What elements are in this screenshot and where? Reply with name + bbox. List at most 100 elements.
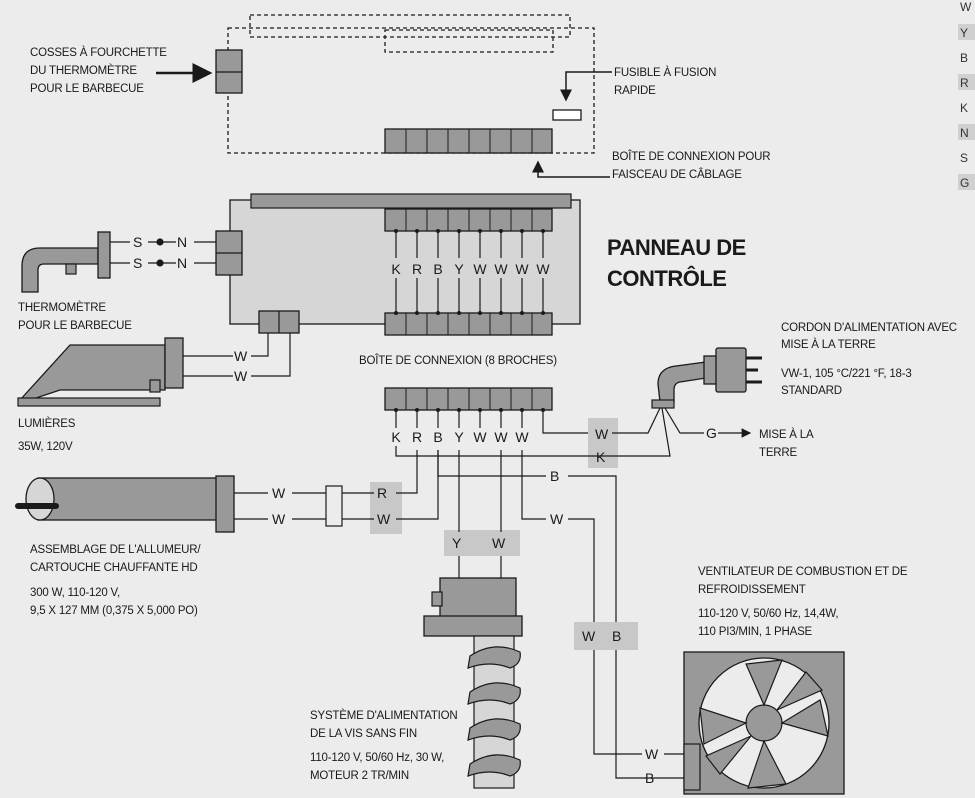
sensor-wires <box>110 238 216 267</box>
thermometer-label: THERMOMÈTRE <box>18 301 106 314</box>
power-cord-spec: VW-1, 105 °C/221 °F, 18-3 <box>781 368 912 380</box>
fan-wire-label-b: B <box>645 770 654 786</box>
fuse-arrow <box>560 71 612 102</box>
fuse-label: RAPIDE <box>614 85 656 97</box>
panel-pin-label: W <box>536 261 550 277</box>
fan-tag-label-w: W <box>582 628 596 644</box>
power-cord-label: CORDON D'ALIMENTATION AVEC <box>781 322 957 334</box>
fan-label: REFROIDISSEMENT <box>698 584 806 596</box>
box-pin-label: W <box>494 429 508 445</box>
connection-box-label: BOÎTE DE CONNEXION (8 BROCHES) <box>359 354 557 367</box>
color-legend: W Y B R K N S G <box>958 0 975 190</box>
legend-letter: R <box>960 76 969 90</box>
box-pin-label: Y <box>454 429 464 445</box>
box-pin-label: K <box>391 429 401 445</box>
control-panel-top-bar <box>250 193 572 209</box>
sensor-wire-label-n: N <box>177 234 187 250</box>
panel-pin-labels: K R B Y W W W W <box>391 261 550 277</box>
igniter-cartridge <box>15 475 343 533</box>
ground-wire-label: G <box>706 425 717 441</box>
auger-screw <box>467 635 521 789</box>
panel-pin-label: R <box>412 261 422 277</box>
power-cord-label: MISE À LA TERRE <box>781 338 876 351</box>
auger-tag-label-y: Y <box>452 535 462 551</box>
auger-label: DE LA VIS SANS FIN <box>310 728 417 740</box>
wire-tag-auger <box>444 530 520 556</box>
fuse <box>552 109 582 121</box>
auger-label: SYSTÈME D'ALIMENTATION <box>310 709 458 722</box>
panel-pin-label: K <box>391 261 401 277</box>
connection-box-pin-labels: K R B Y W W W <box>391 429 529 445</box>
panel-internal-wires <box>395 231 544 313</box>
fan-wire-label-b: B <box>550 468 559 484</box>
control-panel-title: PANNEAU DE <box>607 235 746 260</box>
sensor-wire-label-n: N <box>177 255 187 271</box>
sensor-wire-label-s: S <box>133 255 142 271</box>
igniter-spec: 9,5 X 127 MM (0,375 X 5,000 PO) <box>30 605 198 617</box>
light-wire-label: W <box>234 368 248 384</box>
legend-letter: W <box>960 0 972 14</box>
auger-spec: MOTEUR 2 TR/MIN <box>310 770 409 782</box>
light-wires <box>183 333 291 377</box>
harness-box <box>384 128 553 154</box>
connection-box-short-wires <box>395 410 590 434</box>
panel-pin-label: B <box>433 261 442 277</box>
light-fixture <box>17 337 184 407</box>
legend-letter: Y <box>960 26 968 40</box>
igniter-wire-label-w: W <box>272 511 286 527</box>
light-wire-label: W <box>234 348 248 364</box>
auger-spec: 110-120 V, 50/60 Hz, 30 W, <box>310 752 444 764</box>
igniter-wire-label-r: R <box>377 485 387 501</box>
ground-label: TERRE <box>759 447 798 459</box>
igniter-label: CARTOUCHE CHAUFFANTE HD <box>30 562 198 574</box>
box-pin-label: W <box>515 429 529 445</box>
box-pin-label: B <box>433 429 442 445</box>
fuse-label: FUSIBLE À FUSION <box>614 66 716 79</box>
thermometer-probe <box>21 231 111 293</box>
harness-box-label: BOÎTE DE CONNEXION POUR <box>612 150 770 163</box>
auger-tag-label-w: W <box>492 535 506 551</box>
thermometer-lugs-label: DU THERMOMÈTRE <box>30 64 137 77</box>
harness-box-arrow <box>532 160 610 178</box>
lights-spec: 35W, 120V <box>18 441 73 453</box>
wire-tag-power <box>588 418 618 468</box>
legend-letter: K <box>960 101 968 115</box>
panel-pin-dots <box>394 229 545 315</box>
auger-motor <box>423 577 523 637</box>
fan-label: VENTILATEUR DE COMBUSTION ET DE <box>698 566 908 578</box>
thermometer-label: POUR LE BARBECUE <box>18 320 132 332</box>
thermometer-lugs-label: POUR LE BARBECUE <box>30 83 144 95</box>
auger-wires <box>458 450 502 580</box>
igniter-wire-label-w: W <box>272 485 286 501</box>
power-plug <box>651 347 762 409</box>
igniter-spec: 300 W, 110-120 V, <box>30 587 120 599</box>
panel-terminal-strip-bottom <box>384 312 553 336</box>
legend-letter: S <box>960 151 968 165</box>
power-wires <box>395 407 704 457</box>
legend-letter: B <box>960 51 968 65</box>
panel-pin-label: W <box>494 261 508 277</box>
box-pin-label: R <box>412 429 422 445</box>
wire-tag-igniter <box>370 482 402 534</box>
power-wire-label-w: W <box>595 426 609 442</box>
igniter-wire-label-w: W <box>377 511 391 527</box>
panel-pin-label: Y <box>454 261 464 277</box>
connection-box <box>384 387 553 411</box>
fan-wire-label-w: W <box>645 746 659 762</box>
control-panel-title: CONTRÔLE <box>607 266 726 291</box>
panel-pin-label: W <box>473 261 487 277</box>
wire-tag-fan <box>574 622 638 650</box>
fan-tag-label-b: B <box>612 628 621 644</box>
power-cord-spec: STANDARD <box>781 385 842 397</box>
thermometer-lugs-label: COSSES À FOURCHETTE <box>30 46 167 59</box>
power-wire-label-k: K <box>596 449 606 465</box>
ground-label: MISE À LA <box>759 428 814 441</box>
fan-spec: 110-120 V, 50/60 Hz, 14,4W, <box>698 608 838 620</box>
harness-box-label: FAISCEAU DE CÂBLAGE <box>612 168 742 181</box>
panel-pin-label: W <box>515 261 529 277</box>
box-pin-label: W <box>473 429 487 445</box>
fan-wire-label-w: W <box>550 511 564 527</box>
fan-spec: 110 PI3/MIN, 1 PHASE <box>698 626 813 638</box>
